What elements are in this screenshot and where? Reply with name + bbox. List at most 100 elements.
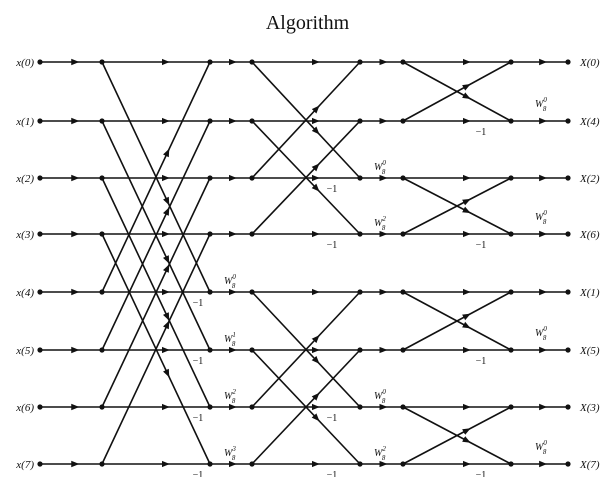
graph-node xyxy=(99,461,105,467)
stage2-cross-edge xyxy=(251,61,361,179)
output-node xyxy=(565,175,571,181)
graph-node xyxy=(249,59,255,65)
minus-one-label: −1 xyxy=(327,184,338,195)
graph-node xyxy=(99,175,105,181)
graph-node xyxy=(508,118,514,124)
input-label: x(6) xyxy=(15,402,34,414)
output-node xyxy=(565,289,571,295)
graph-node xyxy=(207,231,213,237)
stage3-cross-edge xyxy=(402,61,512,122)
graph-node xyxy=(357,59,363,65)
graph-node xyxy=(207,175,213,181)
graph-node xyxy=(508,461,514,467)
stage3-cross-edge xyxy=(402,177,512,235)
graph-node xyxy=(357,461,363,467)
stage3-cross-edge xyxy=(402,406,512,465)
input-label: x(7) xyxy=(15,459,34,471)
input-node xyxy=(37,347,43,353)
graph-node xyxy=(249,175,255,181)
stage3-cross-edge xyxy=(402,291,512,351)
graph-node xyxy=(249,347,255,353)
graph-node xyxy=(400,289,406,295)
graph-node xyxy=(99,289,105,295)
input-node xyxy=(37,289,43,295)
output-node xyxy=(565,231,571,237)
output-label: X(2) xyxy=(579,173,600,185)
minus-one-label: −1 xyxy=(476,356,487,367)
stage1-cross-edge xyxy=(101,120,211,351)
edge-layer xyxy=(40,58,568,468)
graph-node xyxy=(249,461,255,467)
graph-node xyxy=(357,289,363,295)
graph-node xyxy=(207,59,213,65)
minus-one-label: −1 xyxy=(476,470,487,477)
graph-node xyxy=(249,231,255,237)
input-node xyxy=(37,404,43,410)
output-label: X(7) xyxy=(579,459,600,471)
graph-node xyxy=(99,231,105,237)
graph-node xyxy=(357,175,363,181)
output-label: X(5) xyxy=(579,345,600,357)
graph-node xyxy=(99,118,105,124)
graph-node xyxy=(400,461,406,467)
stage2-cross-edge xyxy=(251,291,361,408)
minus-one-label: −1 xyxy=(193,413,204,424)
input-node xyxy=(37,175,43,181)
graph-node xyxy=(400,347,406,353)
input-label: x(5) xyxy=(15,345,34,357)
graph-node xyxy=(207,289,213,295)
minus-one-label: −1 xyxy=(193,356,204,367)
graph-node xyxy=(249,289,255,295)
minus-one-label: −1 xyxy=(327,240,338,251)
minus-one-label: −1 xyxy=(476,240,487,251)
input-label: x(3) xyxy=(15,229,34,241)
output-label: X(3) xyxy=(579,402,600,414)
graph-node xyxy=(357,118,363,124)
graph-node xyxy=(99,404,105,410)
minus-one-label: −1 xyxy=(193,470,204,477)
stage1-cross-edge xyxy=(101,177,211,408)
graph-node xyxy=(508,231,514,237)
output-label: X(6) xyxy=(579,229,600,241)
stage1-cross-edge xyxy=(101,61,211,293)
stage1-cross-edge xyxy=(101,233,211,465)
graph-node xyxy=(508,347,514,353)
graph-node xyxy=(508,59,514,65)
graph-node xyxy=(400,231,406,237)
output-node xyxy=(565,347,571,353)
input-node xyxy=(37,231,43,237)
graph-node xyxy=(508,404,514,410)
node-layer xyxy=(37,59,571,467)
input-label: x(1) xyxy=(15,116,34,128)
stage2-cross-edge xyxy=(251,349,361,465)
graph-node xyxy=(207,118,213,124)
graph-node xyxy=(400,118,406,124)
output-node xyxy=(565,404,571,410)
input-node xyxy=(37,118,43,124)
graph-node xyxy=(249,404,255,410)
minus-one-label: −1 xyxy=(476,127,487,138)
graph-node xyxy=(357,231,363,237)
graph-node xyxy=(99,59,105,65)
minus-one-label: −1 xyxy=(327,470,338,477)
graph-node xyxy=(508,175,514,181)
output-label: X(0) xyxy=(579,57,600,69)
graph-node xyxy=(400,175,406,181)
minus-one-label: −1 xyxy=(327,413,338,424)
graph-node xyxy=(207,404,213,410)
input-label: x(4) xyxy=(15,287,34,299)
output-label: X(4) xyxy=(579,116,600,128)
graph-node xyxy=(207,347,213,353)
output-node xyxy=(565,59,571,65)
